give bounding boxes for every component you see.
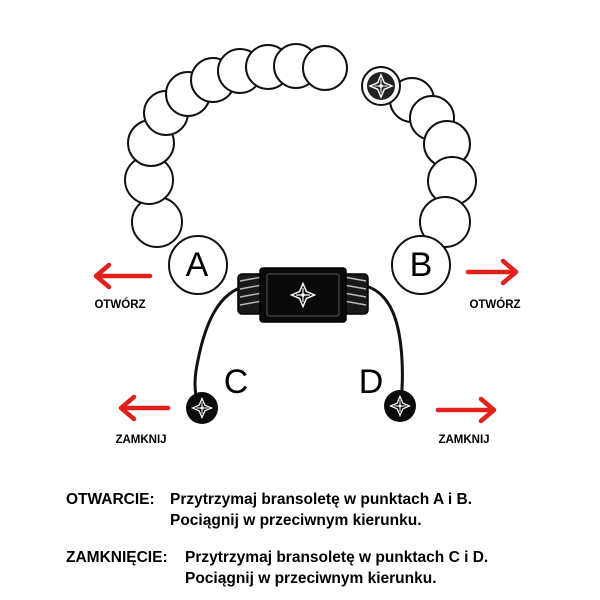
sliding-knot-clasp[interactable] [237,267,369,323]
close-left-arrow [118,394,171,422]
close-left-label: ZAMKNIJ [115,434,166,446]
point-a-label: A [186,246,209,284]
point-d-label: D [359,363,384,401]
end-bead-left[interactable] [186,392,218,424]
direction-arrows [93,258,519,424]
end-bead-right[interactable] [384,390,416,422]
open-right-label: OTWÓRZ [469,298,520,311]
bead [131,196,183,248]
open-left-arrow [93,262,153,290]
bead-point-b[interactable] [391,235,451,295]
open-right-arrow [465,258,519,286]
close-right-label: ZAMKNIJ [438,434,489,446]
emblem-bead [361,66,401,106]
bead-strand [124,43,477,295]
bead [302,45,348,91]
close-right-arrow [435,396,497,424]
open-left-label: OTWÓRZ [94,298,145,311]
bead-point-a[interactable] [168,235,228,295]
cord-left [193,284,248,404]
point-b-label: B [410,246,433,284]
point-c-label: C [224,363,249,401]
